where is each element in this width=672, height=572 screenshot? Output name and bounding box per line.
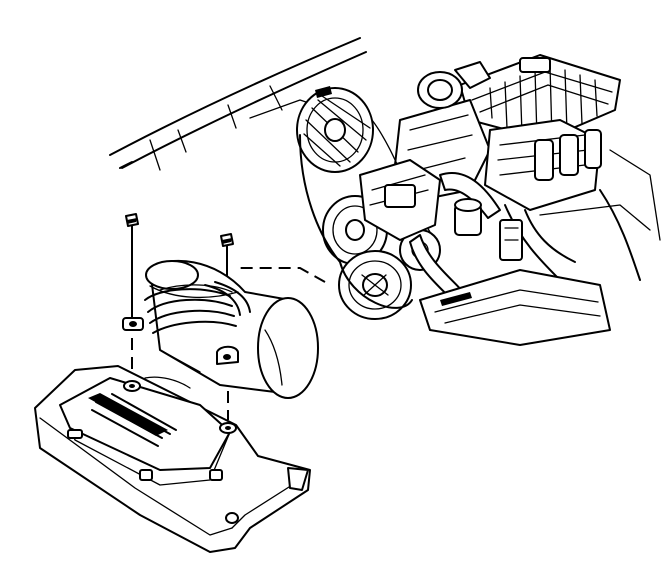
fastener-left [125,213,139,319]
engine-assembly [296,54,661,346]
tray-bracket [287,467,309,491]
upper-hose [439,172,501,219]
housing-vent-grille [88,393,177,447]
duct-outlet [257,297,319,399]
engine-to-duct-line [238,267,326,283]
air-cleaner-tray [34,365,311,553]
air-intake-duct [122,259,319,399]
hood-edge-lines [109,37,367,171]
